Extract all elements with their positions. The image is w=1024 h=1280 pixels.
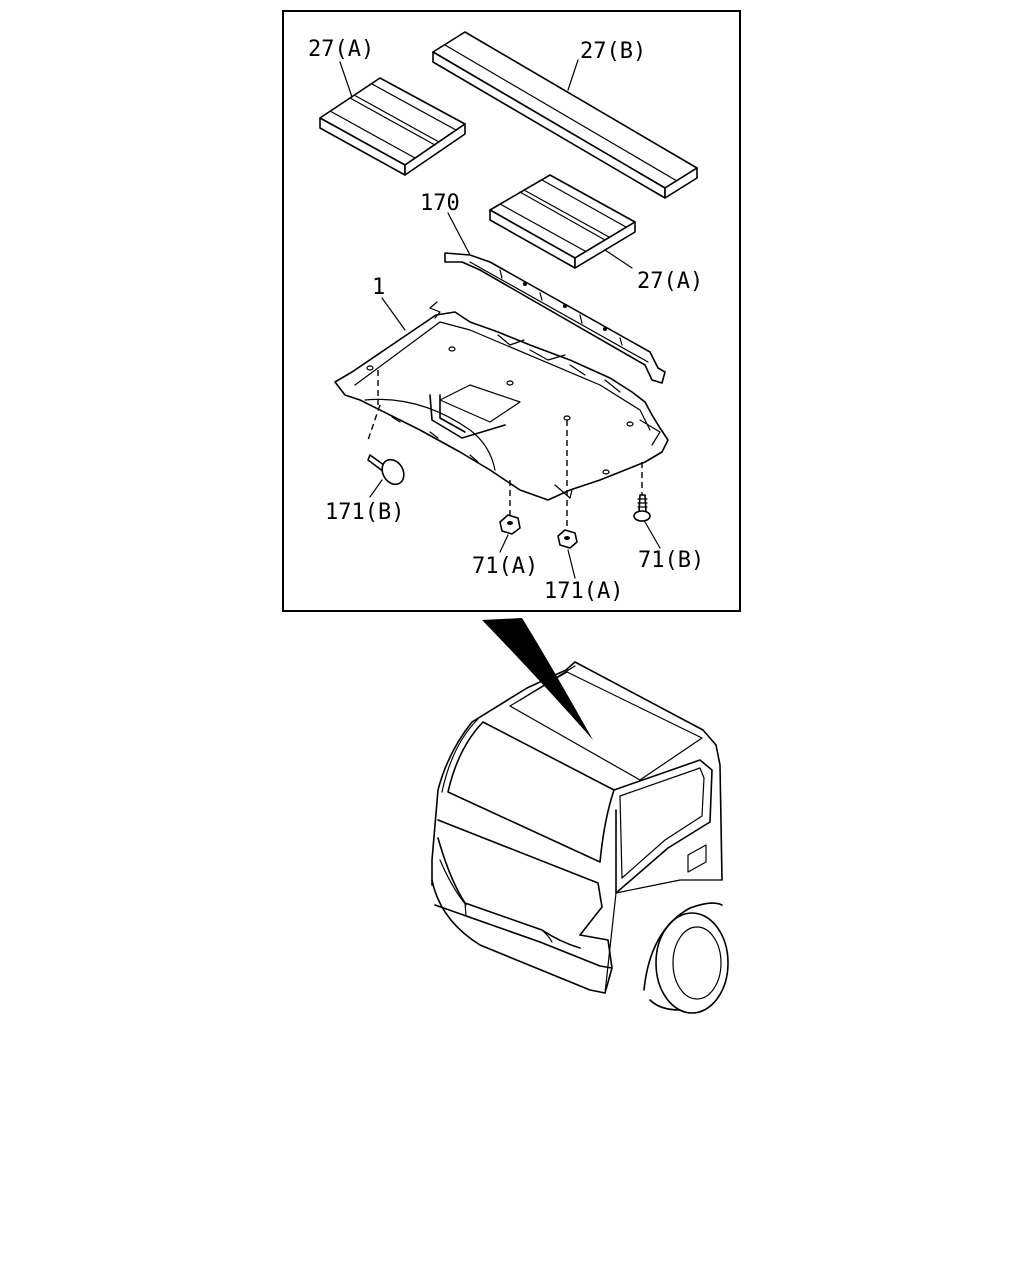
headlining-panel-1	[334, 301, 669, 501]
label-insulator-27b: 27(B)	[580, 39, 646, 64]
insulator-pad-27a-right	[489, 174, 636, 269]
label-insulator-27a-right: 27(A)	[637, 269, 703, 294]
clip-171b	[367, 454, 405, 486]
label-nut-71a: 71(A)	[472, 554, 538, 579]
leader-171a	[567, 549, 576, 579]
leader-71a	[499, 534, 509, 553]
label-headlining-1: 1	[372, 275, 385, 300]
label-bracket-170: 170	[420, 191, 460, 216]
label-insulator-27a-top: 27(A)	[308, 37, 374, 62]
location-pointer	[482, 618, 593, 740]
bracket-rail-170	[444, 252, 666, 384]
leader-27a-right	[604, 249, 633, 269]
insulator-strip-27b	[432, 31, 698, 199]
leader-170	[447, 212, 471, 256]
leader-1	[381, 297, 406, 331]
clip-171a	[557, 529, 578, 549]
detail-frame	[282, 10, 741, 612]
screw-71b	[633, 494, 651, 522]
label-clip-171a: 171(A)	[544, 579, 623, 604]
leader-171b	[369, 479, 383, 498]
truck-cab-illustration	[431, 661, 729, 1014]
label-clip-171b: 171(B)	[325, 500, 404, 525]
leader-27b	[567, 59, 579, 91]
label-nut-71b: 71(B)	[638, 548, 704, 573]
insulator-pad-27a-top	[319, 77, 466, 176]
leader-27a-top	[339, 61, 353, 98]
nut-71a	[499, 514, 521, 535]
leader-71b	[644, 521, 661, 549]
